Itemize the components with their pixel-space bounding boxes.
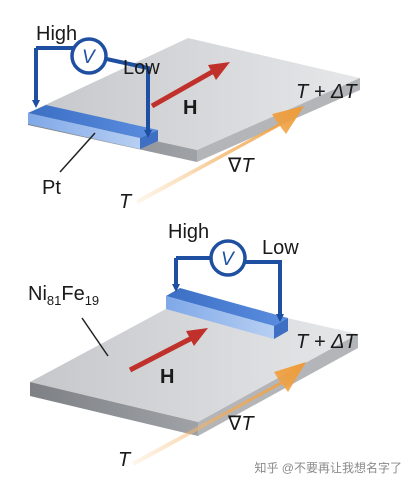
bottom-voltmeter-icon [209, 239, 247, 277]
top-voltmeter-circuit: V [32, 37, 152, 138]
bottom-slab-front-face [30, 382, 198, 436]
pt-label: Pt [42, 177, 61, 199]
nife-pointer-line [81, 317, 109, 357]
bottom-gradient-arrow [132, 362, 306, 466]
bottom-panel: H V High Low Ni81Fe19 T + ΔT ∇T T [28, 221, 358, 471]
bottom-field-arrow [128, 328, 208, 373]
bottom-cold-side-label: T [118, 449, 132, 471]
bottom-strip-end-face [274, 318, 288, 339]
top-field-arrow [150, 62, 230, 109]
pt-strip-end-face [140, 130, 158, 149]
top-gradient-label: ∇T [227, 155, 255, 177]
bottom-field-label: H [160, 366, 174, 388]
top-hot-side-label: T + ΔT [296, 81, 358, 103]
bottom-low-label: Low [262, 237, 299, 259]
top-field-label: H [183, 97, 197, 119]
bottom-high-label: High [168, 221, 209, 243]
bottom-strip-top-face [166, 288, 288, 326]
top-voltmeter-symbol: V [82, 47, 97, 68]
top-cold-side-label: T [119, 191, 133, 213]
top-panel: H V High Low Pt T + ΔT ∇T T [28, 23, 360, 213]
top-voltmeter-icon [70, 37, 108, 75]
nife-label: Ni81Fe19 [28, 283, 99, 308]
pt-strip-top-face [28, 105, 158, 138]
bottom-strip-front-face [166, 296, 274, 339]
watermark-text: 知乎 @不要再让我想名字了 [254, 460, 402, 475]
pt-strip-front-face [28, 113, 140, 149]
pt-pointer-line [59, 132, 96, 173]
bottom-gradient-label: ∇T [227, 413, 255, 435]
bottom-voltmeter-circuit: V [172, 239, 284, 322]
bottom-voltmeter-symbol: V [221, 249, 236, 270]
top-low-label: Low [123, 57, 160, 79]
top-high-label: High [36, 23, 77, 45]
bottom-hot-side-label: T + ΔT [296, 331, 358, 353]
top-gradient-arrow [136, 106, 304, 204]
